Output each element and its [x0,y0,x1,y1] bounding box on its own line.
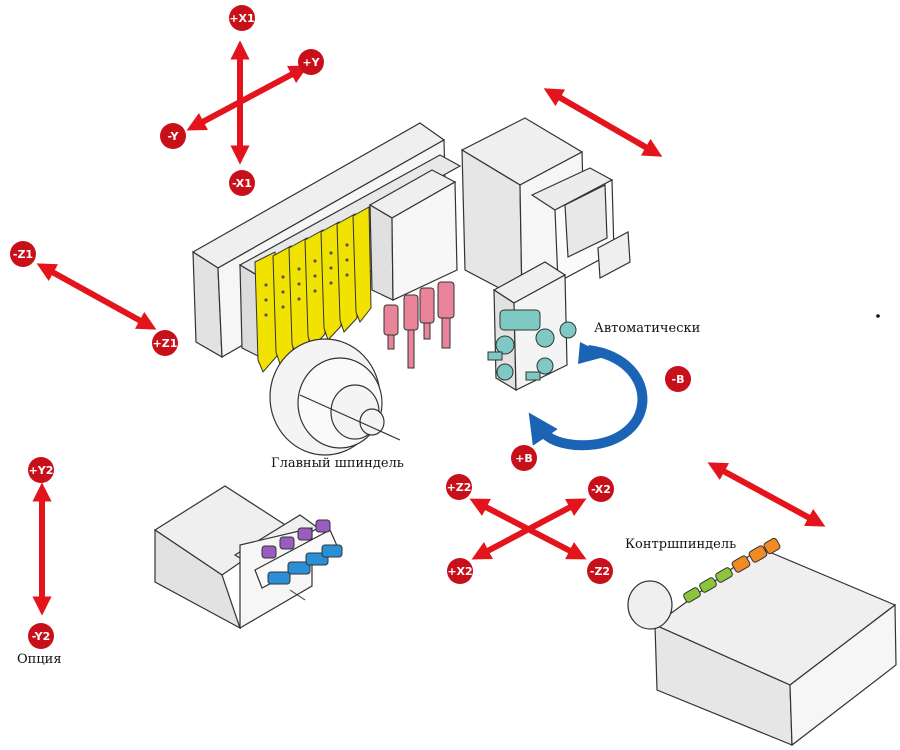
badge-minus-z1: -Z1 [10,241,36,267]
badge-minus-x2: -X2 [588,476,614,502]
b-axis-rotation-head-icon [578,342,608,364]
axis-arrows [32,40,826,616]
svg-text:+Z1: +Z1 [153,337,178,350]
svg-text:-X1: -X1 [232,177,252,190]
svg-text:+X1: +X1 [229,12,254,25]
svg-text:+Y: +Y [302,56,320,69]
badge-minus-x1: -X1 [229,170,255,196]
pink-live-tools [383,281,455,369]
turret-slide-arrow [543,88,663,157]
z1-axis-arrow [36,263,157,330]
svg-text:+Y2: +Y2 [29,464,54,477]
badge-minus-y2: -Y2 [28,623,54,649]
tool-carrier-block [460,117,631,392]
badge-minus-b: -B [665,366,691,392]
svg-text:-B: -B [672,373,685,386]
x2z2-axis-arrow-b [471,498,587,560]
yellow-tool-holders [254,206,372,373]
badge-plus-b: +B [511,445,537,471]
svg-text:-Y: -Y [168,130,180,143]
badge-plus-x1: +X1 [229,5,255,31]
badge-minus-y: -Y [160,123,186,149]
orange-tools [731,537,781,573]
badge-minus-z2: -Z2 [587,558,613,584]
b-axis-rotation-icon [528,345,648,451]
counter-spindle-slide-arrow [707,462,826,527]
badge-plus-y: +Y [298,49,324,75]
automatic-label: Автоматически [594,321,701,336]
badge-plus-z2: +Z2 [446,474,472,500]
purple-tools [261,519,331,559]
badge-plus-y2: +Y2 [28,457,54,483]
counter-spindle-block [627,547,897,747]
main-spindle-label: Главный шпиндель [271,456,404,471]
svg-text:+Z2: +Z2 [447,481,472,494]
green-tools [683,567,733,603]
svg-text:+B: +B [515,452,533,465]
svg-text:-Y2: -Y2 [32,630,51,643]
tool-block-housing [368,169,458,301]
svg-text:+X2: +X2 [447,565,472,578]
option-label: Опция [17,652,62,667]
teal-tools [487,309,577,381]
main-spindle-drawing [269,338,401,456]
dot-icon [876,314,880,318]
svg-text:-X2: -X2 [591,483,611,496]
badge-plus-x2: +X2 [447,558,473,584]
svg-text:-Z2: -Z2 [590,565,610,578]
svg-text:-Z1: -Z1 [13,248,33,261]
counter-spindle-label: Контршпиндель [625,537,737,552]
badge-plus-z1: +Z1 [152,330,178,356]
y-axis-arrow [186,65,309,131]
blue-tools [267,544,343,601]
